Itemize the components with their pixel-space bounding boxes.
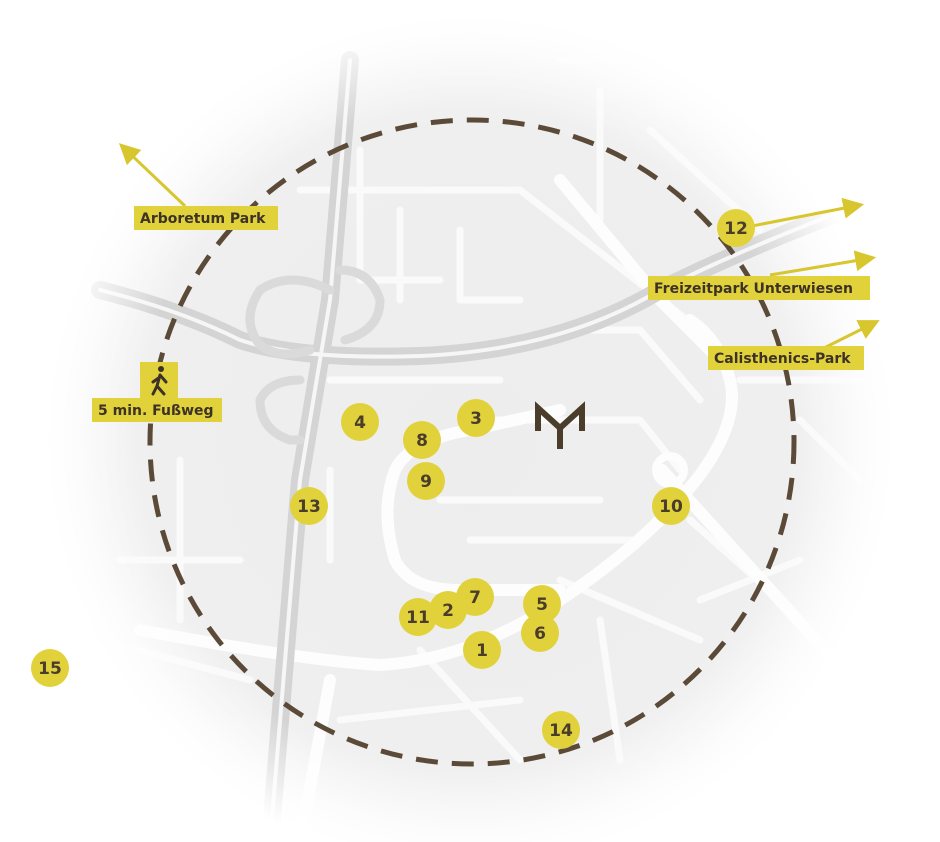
- pedestrian-icon: [151, 366, 168, 396]
- arrow-right-icon: [751, 197, 865, 228]
- destination-label: Freizeitpark Unterwiesen: [654, 281, 853, 297]
- poi-marker-circle: [290, 487, 328, 525]
- poi-marker-number: 7: [469, 588, 481, 608]
- poi-marker-3[interactable]: 3: [457, 399, 495, 437]
- poi-marker-15[interactable]: 15: [31, 649, 69, 687]
- poi-marker-7[interactable]: 7: [456, 578, 494, 616]
- destination-freizeitpark[interactable]: Freizeitpark Unterwiesen: [648, 276, 870, 300]
- walk-time-label: 5 min. Fußweg: [98, 403, 214, 419]
- destination-arrows: [118, 143, 880, 352]
- poi-marker-number: 10: [659, 497, 683, 517]
- poi-marker-8[interactable]: 8: [403, 421, 441, 459]
- poi-marker-number: 3: [470, 409, 482, 429]
- poi-marker-number: 4: [354, 413, 366, 433]
- poi-marker-14[interactable]: 14: [542, 711, 580, 749]
- poi-marker-circle: [542, 711, 580, 749]
- arrow-up-right-icon: [819, 320, 880, 352]
- poi-marker-number: 9: [420, 472, 432, 492]
- poi-marker-circle: [463, 631, 501, 669]
- poi-marker-circle: [717, 209, 755, 247]
- destination-label: Calisthenics-Park: [714, 351, 851, 367]
- poi-marker-circle: [407, 462, 445, 500]
- poi-marker-number: 5: [536, 595, 548, 615]
- poi-marker-circle: [31, 649, 69, 687]
- poi-marker-13[interactable]: 13: [290, 487, 328, 525]
- poi-marker-number: 8: [416, 431, 428, 451]
- destination-label: Arboretum Park: [140, 211, 266, 227]
- poi-marker-number: 6: [534, 624, 546, 644]
- poi-marker-number: 11: [406, 608, 430, 628]
- poi-marker-9[interactable]: 9: [407, 462, 445, 500]
- poi-marker-circle: [399, 598, 437, 636]
- poi-marker-circle: [523, 585, 561, 623]
- poi-marker-circle: [403, 421, 441, 459]
- poi-marker-12[interactable]: 12: [717, 209, 755, 247]
- poi-marker-number: 14: [549, 721, 573, 741]
- poi-marker-circle: [341, 403, 379, 441]
- arrow-up-left-icon: [118, 143, 187, 208]
- walking-radius-circle: [147, 117, 797, 767]
- destination-arboretum[interactable]: Arboretum Park: [134, 206, 278, 230]
- poi-marker-circle: [652, 487, 690, 525]
- poi-marker-6[interactable]: 6: [521, 614, 559, 652]
- poi-marker-number: 1: [476, 641, 488, 661]
- m-logo-icon: [535, 401, 585, 449]
- poi-marker-5[interactable]: 5: [523, 585, 561, 623]
- poi-marker-circle: [457, 399, 495, 437]
- poi-marker-11[interactable]: 11: [399, 598, 437, 636]
- poi-marker-1[interactable]: 1: [463, 631, 501, 669]
- poi-marker-number: 13: [297, 497, 321, 517]
- poi-marker-4[interactable]: 4: [341, 403, 379, 441]
- poi-marker-circle: [521, 614, 559, 652]
- walk-legend: 5 min. Fußweg: [92, 362, 222, 422]
- arrow-right-icon: [769, 250, 877, 277]
- poi-marker-number: 12: [724, 219, 748, 239]
- poi-marker-10[interactable]: 10: [652, 487, 690, 525]
- destination-calisthenics[interactable]: Calisthenics-Park: [708, 346, 864, 370]
- poi-marker-number: 15: [38, 659, 62, 679]
- poi-marker-number: 2: [442, 601, 454, 621]
- poi-marker-circle: [456, 578, 494, 616]
